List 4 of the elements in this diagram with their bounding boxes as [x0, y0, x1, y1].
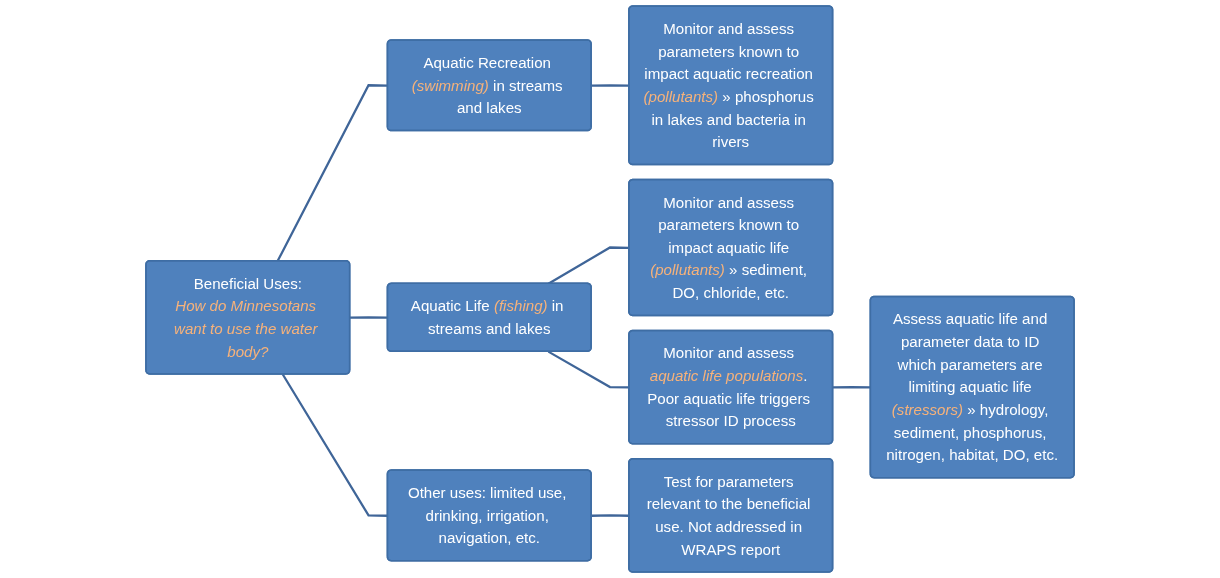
- connector: [350, 316, 388, 319]
- connector: [281, 373, 388, 517]
- connector: [276, 84, 388, 262]
- connector: [832, 385, 871, 389]
